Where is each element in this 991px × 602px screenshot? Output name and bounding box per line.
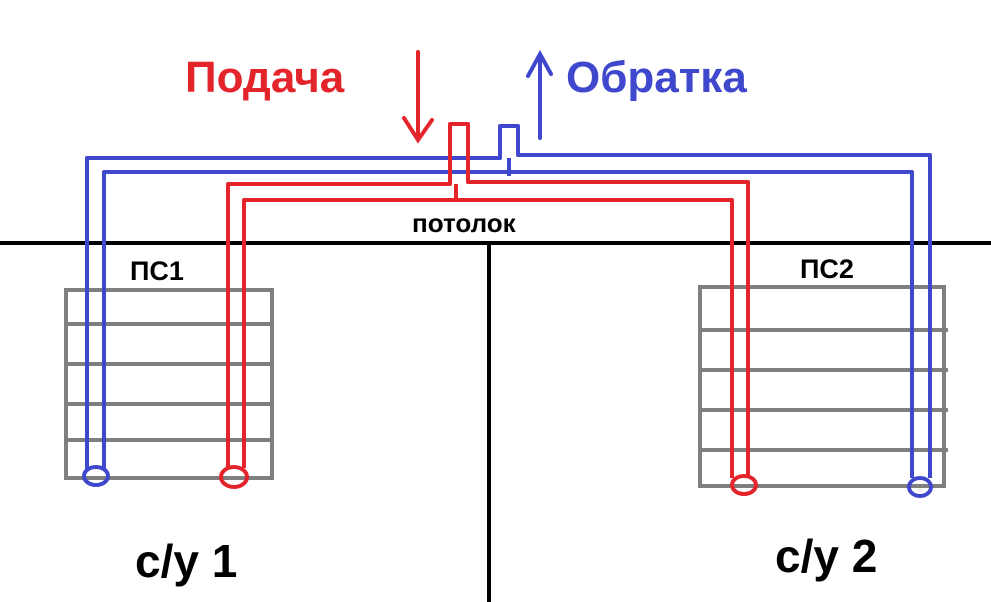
supply-pipe	[219, 122, 758, 496]
room1-label: с/у 1	[135, 535, 237, 587]
radiator-ps2	[698, 285, 948, 488]
return-arrow-icon	[526, 49, 553, 140]
room2-label: с/у 2	[775, 530, 877, 582]
radiator2-label: ПС2	[800, 254, 854, 284]
ceiling-label: потолок	[412, 208, 517, 238]
radiator-ps1	[64, 288, 274, 480]
return-pipe	[82, 124, 933, 498]
return-label: Обратка	[566, 53, 747, 102]
radiator1-label: ПС1	[130, 256, 184, 286]
supply-arrow-icon	[402, 50, 434, 144]
supply-label: Подача	[185, 53, 345, 102]
